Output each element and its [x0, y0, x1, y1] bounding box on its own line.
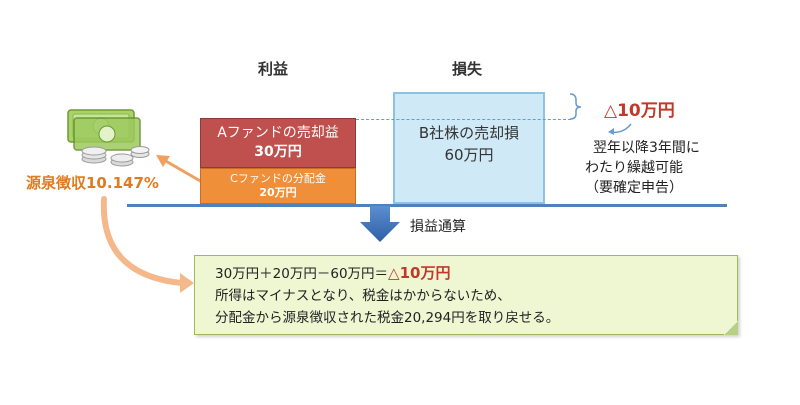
stock-b-amount: 60万円: [444, 146, 494, 164]
withholding-label: 源泉徴収10.147%: [26, 174, 159, 192]
fund-c-amount: 20万円: [259, 186, 297, 199]
money-icon: [67, 109, 150, 167]
summary-fold-corner: [724, 321, 738, 335]
carryover-note: 翌年以降3年間に わたり繰越可能 （要確定申告）: [585, 138, 700, 198]
carryover-arrow-icon: [608, 123, 632, 135]
fund-c-dividend-box: Cファンドの分配金 20万円: [200, 168, 356, 204]
baseline: [127, 204, 727, 207]
carryover-line3: （要確定申告）: [585, 180, 683, 196]
offset-label: 損益通算: [410, 219, 466, 235]
carryover-line1: 翌年以降3年間に: [593, 140, 700, 156]
loss-label: 損失: [452, 60, 483, 78]
arrow-to-money-icon: [156, 155, 203, 184]
summary-result: △10万円: [388, 264, 451, 282]
stock-b-loss-box: B社株の売却損 60万円: [393, 92, 545, 204]
summary-line2: 所得はマイナスとなり、税金はかからないため、: [215, 288, 511, 304]
profit-label: 利益: [258, 60, 289, 78]
summary-box: 30万円＋20万円－60万円＝△10万円 所得はマイナスとなり、税金はかからない…: [194, 255, 738, 335]
stock-b-name: B社株の売却損: [418, 124, 520, 142]
fund-a-amount: 30万円: [254, 144, 302, 160]
fund-a-gain-box: Aファンドの売却益 30万円: [200, 118, 356, 168]
down-arrow-icon: [360, 206, 400, 242]
net-loss-label: △10万円: [604, 101, 675, 121]
summary-line3: 分配金から源泉徴収された税金20,294円を取り戻せる。: [215, 310, 560, 326]
summary-formula: 30万円＋20万円－60万円＝: [215, 266, 389, 282]
carryover-line2: わたり繰越可能: [585, 160, 683, 176]
curved-arrow-icon: [100, 196, 194, 293]
summary-formula-line: 30万円＋20万円－60万円＝△10万円: [215, 262, 737, 285]
brace-icon: [569, 93, 582, 120]
fund-a-name: Aファンドの売却益: [217, 125, 339, 141]
difference-guide-line: [356, 119, 571, 120]
fund-c-name: Cファンドの分配金: [230, 172, 326, 185]
